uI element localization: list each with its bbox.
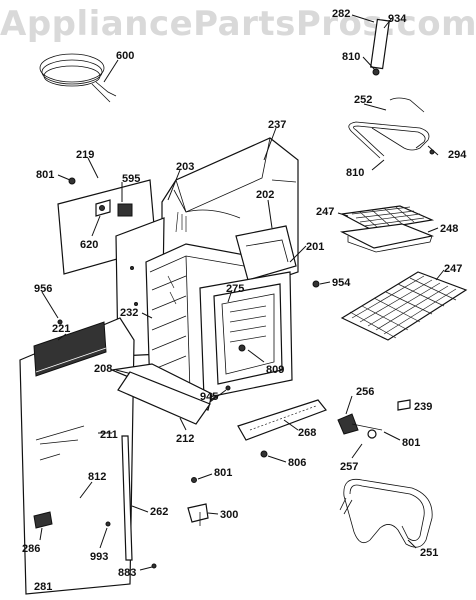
callout-212: 212 — [176, 433, 194, 445]
callout-993: 993 — [90, 551, 108, 563]
callout-268: 268 — [298, 427, 316, 439]
wire-harness-600 — [39, 53, 117, 103]
callout-247a: 247 — [316, 206, 334, 218]
callout-294: 294 — [448, 149, 467, 161]
callout-954: 954 — [332, 277, 351, 289]
callout-211: 211 — [100, 429, 118, 441]
broiler-grid-247 — [340, 205, 435, 231]
callout-883: 883 — [118, 567, 136, 579]
callout-248: 248 — [440, 223, 458, 235]
screw-801 — [191, 477, 197, 483]
callout-281: 281 — [34, 581, 52, 593]
callout-801c: 801 — [214, 467, 232, 479]
callout-945: 945 — [200, 391, 218, 403]
callout-221: 221 — [52, 323, 70, 335]
watermark: AppliancePartsPros.com — [0, 4, 476, 44]
callout-801a: 801 — [36, 169, 54, 181]
vent-strip-268 — [237, 399, 327, 441]
callout-232: 232 — [120, 307, 138, 319]
sensor-282 — [370, 18, 390, 76]
callout-812: 812 — [88, 471, 106, 483]
callout-275: 275 — [226, 283, 244, 295]
screw-954 — [312, 280, 320, 288]
callout-208: 208 — [94, 363, 112, 375]
callout-252: 252 — [354, 94, 372, 106]
bake-element-252 — [348, 97, 430, 159]
callout-201: 201 — [306, 241, 324, 253]
callout-809: 809 — [266, 364, 284, 376]
oven-rack-247 — [340, 271, 468, 341]
callout-934: 934 — [388, 13, 407, 25]
callout-202: 202 — [256, 189, 274, 201]
callout-956: 956 — [34, 283, 52, 295]
callout-256: 256 — [356, 386, 374, 398]
callout-257: 257 — [340, 461, 358, 473]
bracket-300 — [187, 503, 209, 526]
heat-shield-202 — [235, 225, 297, 281]
callout-810a: 810 — [342, 51, 360, 63]
broil-element-251 — [339, 478, 433, 548]
door-frame-275 — [199, 271, 293, 399]
callout-801b: 801 — [402, 437, 420, 449]
callout-219: 219 — [76, 149, 94, 161]
callout-247b: 247 — [444, 263, 462, 275]
callout-203: 203 — [176, 161, 194, 173]
callout-620: 620 — [80, 239, 98, 251]
callout-262: 262 — [150, 506, 168, 518]
screw-806 — [260, 450, 268, 458]
thermostat-256 — [337, 413, 383, 439]
kick-panel-212 — [117, 371, 211, 425]
broiler-pan-248 — [339, 223, 435, 253]
callout-286: 286 — [22, 543, 40, 555]
callout-282: 282 — [332, 8, 350, 20]
badge-286 — [33, 511, 53, 529]
callout-300: 300 — [220, 509, 238, 521]
callout-600: 600 — [116, 50, 134, 62]
callout-806: 806 — [288, 457, 306, 469]
switch-595 — [95, 199, 133, 217]
clip-239 — [397, 399, 411, 411]
callout-595: 595 — [122, 173, 140, 185]
rod-262 — [121, 435, 133, 561]
callout-251: 251 — [420, 547, 438, 559]
callout-239: 239 — [414, 401, 432, 413]
callout-810b: 810 — [346, 167, 364, 179]
callout-237: 237 — [268, 119, 286, 131]
